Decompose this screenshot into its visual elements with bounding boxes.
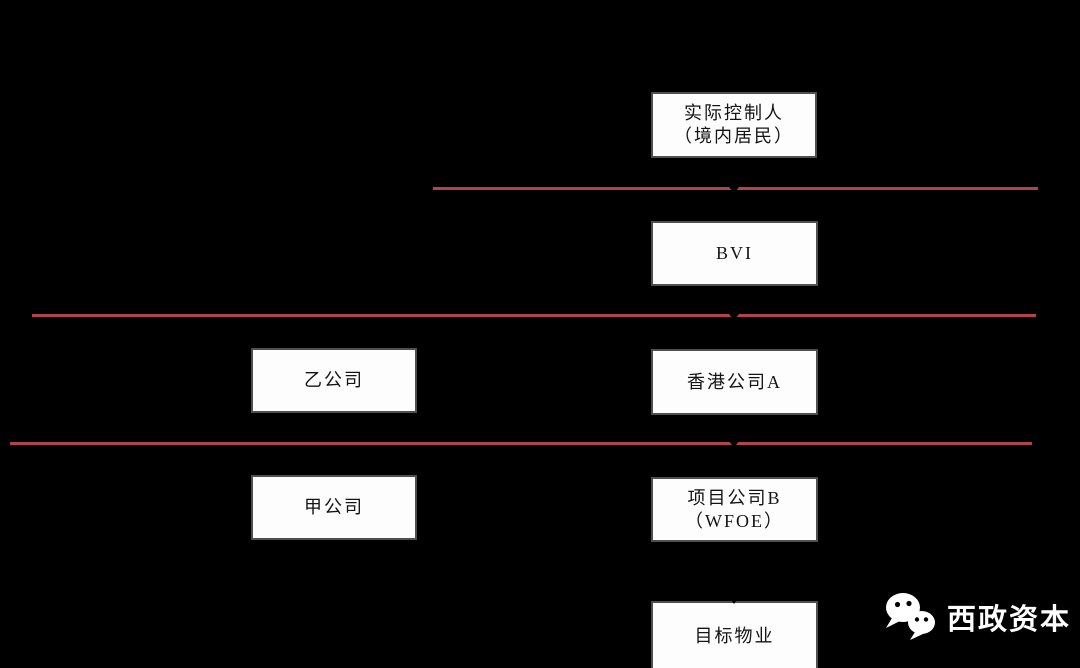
connector-arrowhead-icon — [727, 594, 741, 604]
watermark: 西政资本 — [884, 592, 1071, 642]
node-bvi: BVI — [651, 221, 818, 286]
node-label: 甲公司 — [304, 497, 364, 517]
node-label: 目标物业 — [694, 625, 775, 646]
node-target-property: 目标物业 — [651, 601, 818, 668]
divider-line-middle — [32, 314, 1036, 317]
node-label: （境内居民） — [674, 126, 794, 146]
node-actual-controller: 实际控制人 （境内居民） — [651, 92, 817, 158]
node-label: 乙公司 — [304, 370, 364, 390]
connector-arrowhead-icon — [727, 184, 741, 194]
wechat-icon — [886, 593, 935, 640]
node-label: （WFOE） — [685, 510, 784, 531]
node-label: BVI — [716, 243, 753, 263]
node-project-company-b: 项目公司B （WFOE） — [651, 477, 818, 542]
node-label: 实际控制人 — [684, 103, 784, 123]
node-company-yi: 乙公司 — [251, 348, 417, 413]
node-label: 项目公司B — [687, 487, 782, 508]
node-label: 香港公司A — [687, 371, 782, 392]
connector-arrowhead-icon — [727, 438, 741, 448]
watermark-brand: 西政资本 — [947, 604, 1072, 636]
connector-arrowhead-icon — [727, 311, 741, 321]
node-hk-company-a: 香港公司A — [651, 349, 818, 415]
node-company-jia: 甲公司 — [251, 475, 417, 540]
divider-line-bottom — [10, 442, 1032, 445]
